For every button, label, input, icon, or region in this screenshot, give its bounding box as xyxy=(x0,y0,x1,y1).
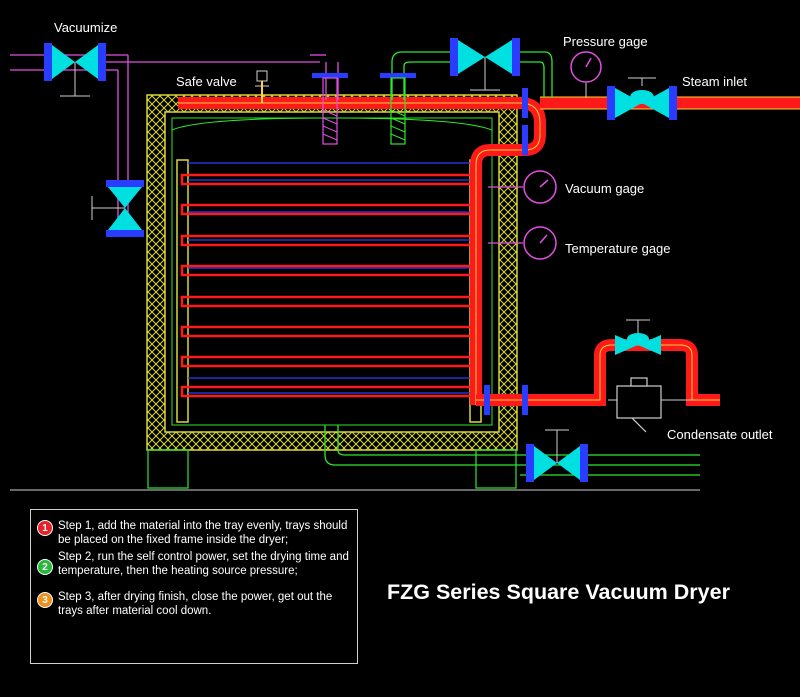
pressure-gage-label: Pressure gage xyxy=(563,34,648,49)
steam-trap xyxy=(616,377,662,433)
vacuum-pipe xyxy=(10,54,339,230)
step-text: Step 2, run the self control power, set … xyxy=(58,551,349,577)
vacuum-gage-label: Vacuum gage xyxy=(565,181,645,196)
vacuumize-valve xyxy=(44,43,106,97)
wall-flanges xyxy=(484,88,528,415)
step-number-badge: 3 xyxy=(37,592,53,608)
diagram-title: FZG Series Square Vacuum Dryer xyxy=(387,580,730,604)
dryer-legs xyxy=(147,449,517,489)
green-pipe xyxy=(324,51,700,476)
condensate-bypass-valve xyxy=(615,319,661,355)
pressure-gage-symbol xyxy=(570,51,602,98)
top-bypass-valve xyxy=(450,38,520,91)
step-text: Step 1, add the material into the tray e… xyxy=(58,520,348,546)
safe-valve-symbol xyxy=(255,70,269,103)
step-number-badge: 2 xyxy=(37,559,53,575)
vacuum-gage-symbol xyxy=(488,170,557,204)
safe-valve-label: Safe valve xyxy=(176,74,237,89)
dryer-body xyxy=(146,94,518,451)
instructions-box: 1 Step 1, add the material into the tray… xyxy=(30,509,358,664)
steam-inlet-valve xyxy=(607,77,677,120)
step-text: Step 3, after drying finish, close the p… xyxy=(58,591,333,617)
temperature-gage-symbol xyxy=(488,226,557,260)
step-number-badge: 1 xyxy=(37,520,53,536)
steam-inlet-label: Steam inlet xyxy=(682,74,748,89)
vertical-vacuum-valve xyxy=(91,180,144,237)
bottom-drain-valve xyxy=(526,429,588,482)
vacuumize-label: Vacuumize xyxy=(54,20,118,35)
top-nozzles xyxy=(312,73,416,145)
temperature-gage-label: Temperature gage xyxy=(565,241,671,256)
condensate-outlet-label: Condensate outlet xyxy=(667,427,773,442)
